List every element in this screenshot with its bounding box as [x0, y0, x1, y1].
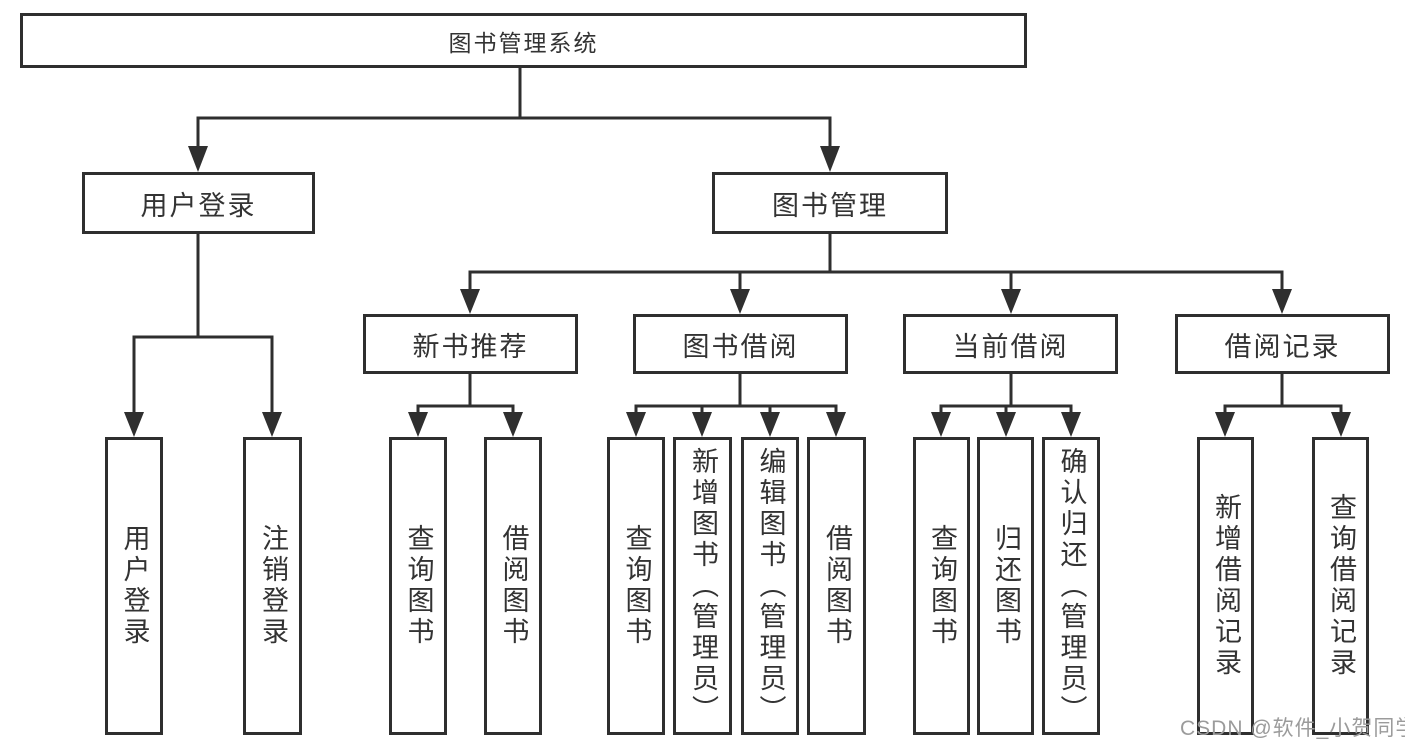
leaf-user-login: 用户登录	[105, 437, 163, 735]
node-book-borrowing: 图书借阅	[633, 314, 848, 374]
leaf-br-add-record: 新增借阅记录	[1197, 437, 1254, 735]
leaf-cb-return-books-label: 归还图书	[991, 524, 1021, 648]
node-borrowing-records: 借阅记录	[1175, 314, 1390, 374]
node-root-label: 图书管理系统	[448, 29, 599, 56]
leaf-cb-confirm-return-admin: 确认归还（管理员）	[1042, 437, 1100, 735]
node-book-management: 图书管理	[712, 172, 948, 234]
node-borrowing-records-label: 借阅记录	[1224, 331, 1341, 362]
node-user-login: 用户登录	[82, 172, 315, 234]
leaf-bb-borrow-books-label: 借阅图书	[822, 524, 852, 648]
leaf-bb-add-book-admin-label: 新增图书（管理员）	[688, 446, 718, 726]
leaf-cb-query-books: 查询图书	[913, 437, 970, 735]
node-new-book-recommendation: 新书推荐	[363, 314, 578, 374]
node-current-borrowing-label: 当前借阅	[952, 331, 1069, 362]
node-new-book-recommendation-label: 新书推荐	[412, 331, 529, 362]
leaf-logout: 注销登录	[243, 437, 302, 735]
leaf-bb-query-books: 查询图书	[607, 437, 665, 735]
leaf-bb-edit-book-admin-label: 编辑图书（管理员）	[755, 446, 786, 726]
leaf-bb-borrow-books: 借阅图书	[807, 437, 866, 735]
leaf-cb-query-books-label: 查询图书	[927, 524, 957, 648]
leaf-nb-borrow-books: 借阅图书	[484, 437, 542, 735]
node-current-borrowing: 当前借阅	[903, 314, 1118, 374]
node-book-management-label: 图书管理	[772, 190, 888, 221]
leaf-cb-confirm-return-admin-label: 确认归还（管理员）	[1056, 446, 1087, 726]
leaf-bb-edit-book-admin: 编辑图书（管理员）	[741, 437, 799, 735]
leaf-logout-label: 注销登录	[258, 524, 288, 648]
node-user-login-label: 用户登录	[140, 190, 257, 221]
leaf-br-query-record: 查询借阅记录	[1312, 437, 1369, 735]
leaf-user-login-label: 用户登录	[119, 524, 150, 648]
leaf-br-add-record-label: 新增借阅记录	[1211, 493, 1241, 679]
leaf-nb-query-books: 查询图书	[389, 437, 447, 735]
leaf-nb-borrow-books-label: 借阅图书	[498, 524, 529, 648]
leaf-nb-query-books-label: 查询图书	[403, 524, 434, 648]
leaf-br-query-record-label: 查询借阅记录	[1326, 493, 1356, 679]
leaf-bb-query-books-label: 查询图书	[621, 524, 652, 648]
leaf-cb-return-books: 归还图书	[977, 437, 1034, 735]
node-book-borrowing-label: 图书借阅	[682, 331, 799, 362]
node-root: 图书管理系统	[20, 13, 1027, 68]
leaf-bb-add-book-admin: 新增图书（管理员）	[673, 437, 732, 735]
